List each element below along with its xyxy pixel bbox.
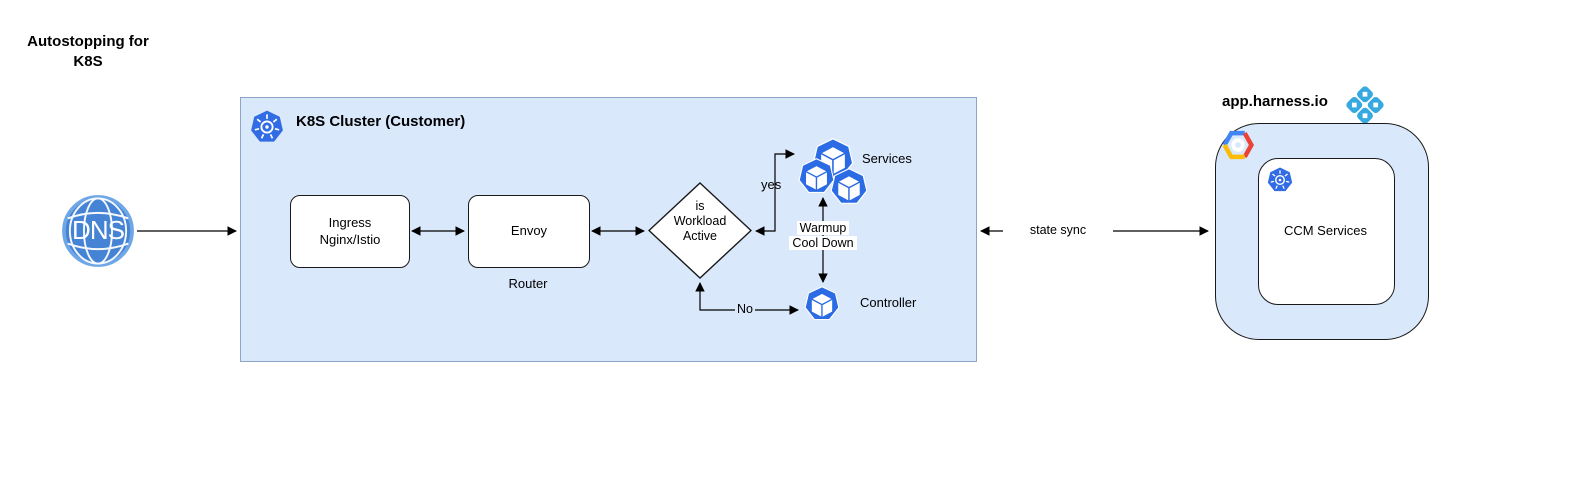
decision-diamond — [648, 182, 752, 279]
globe-icon — [62, 195, 134, 267]
warmup-cooldown-label: Warmup Cool Down — [773, 221, 873, 251]
kubernetes-icon — [1267, 167, 1293, 193]
yes-edge-label: yes — [761, 177, 782, 192]
router-label: Router — [508, 276, 548, 291]
k8s-pod-icon — [804, 286, 840, 322]
harness-logo-icon — [1344, 84, 1386, 126]
controller-label: Controller — [860, 295, 917, 310]
envoy-label: Envoy — [510, 223, 548, 239]
envoy-node: Envoy — [468, 195, 590, 268]
services-label: Services — [862, 151, 912, 166]
dns-node-label: DNS — [72, 215, 125, 245]
ingress-node: Ingress Nginx/Istio — [290, 195, 410, 268]
edge-decision-services-yes — [755, 149, 795, 236]
k8s-pod-icon — [830, 168, 868, 206]
state-sync-edge-label: state sync — [1003, 223, 1113, 237]
diagram-title: Autostopping for K8S — [27, 33, 149, 70]
google-cloud-icon — [1222, 129, 1254, 161]
ccm-services-label: CCM Services — [1283, 223, 1368, 238]
harness-domain-label: app.harness.io — [1222, 93, 1328, 110]
ingress-label: Ingress Nginx/Istio — [319, 215, 381, 247]
decision-label: is Workload Active — [673, 199, 727, 243]
cluster-title: K8S Cluster (Customer) — [296, 113, 466, 130]
no-edge-label: No — [735, 302, 755, 316]
edge-decision-controller-no — [695, 282, 799, 315]
